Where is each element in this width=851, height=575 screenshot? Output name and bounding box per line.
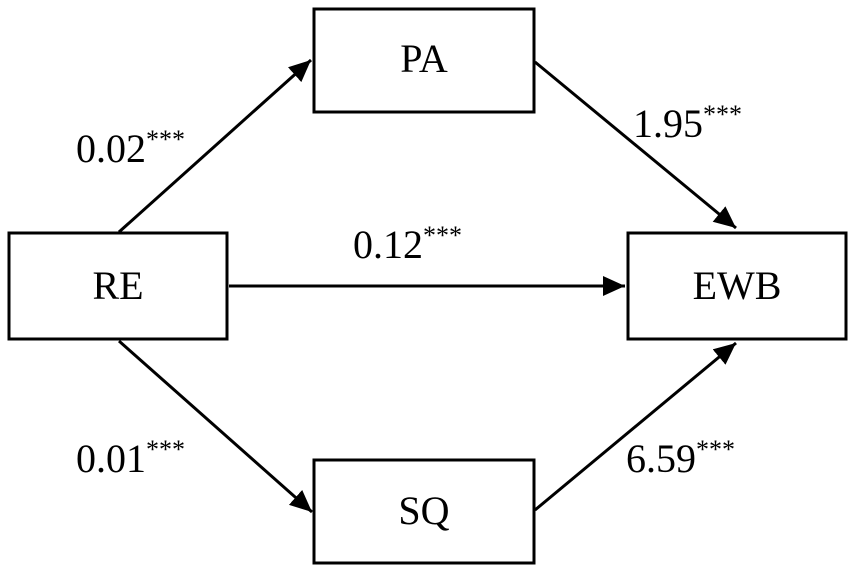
coef-sq-ewb-significance: *** [696,435,735,464]
node-pa: PA [312,7,536,114]
coef-re-ewb: 0.12*** [353,221,462,267]
coef-sq-ewb: 6.59*** [626,435,735,481]
arrow-re-to-pa [117,58,313,234]
coef-re-pa: 0.02*** [76,125,185,171]
coef-re-sq-significance: *** [146,435,185,464]
node-re-label: RE [92,263,143,308]
node-sq-label: SQ [398,488,449,533]
coef-re-sq: 0.01*** [76,435,185,481]
coef-re-pa-value: 0.02 [76,126,146,171]
coef-pa-ewb: 1.95*** [633,100,742,146]
node-re: RE [7,231,229,341]
coef-re-ewb-significance: *** [423,221,462,250]
coef-pa-ewb-significance: *** [703,100,742,129]
node-ewb: EWB [626,231,848,341]
coef-sq-ewb-value: 6.59 [626,436,696,481]
arrow-re-to-sq [118,339,313,514]
node-pa-label: PA [400,36,448,81]
arrow-pa-to-ewb [534,60,737,230]
node-ewb-label: EWB [693,263,782,308]
coef-re-pa-significance: *** [146,125,185,154]
node-sq: SQ [312,458,536,565]
arrow-sq-to-ewb [534,341,737,512]
coef-re-sq-value: 0.01 [76,436,146,481]
coef-re-ewb-value: 0.12 [353,222,423,267]
coef-pa-ewb-value: 1.95 [633,101,703,146]
